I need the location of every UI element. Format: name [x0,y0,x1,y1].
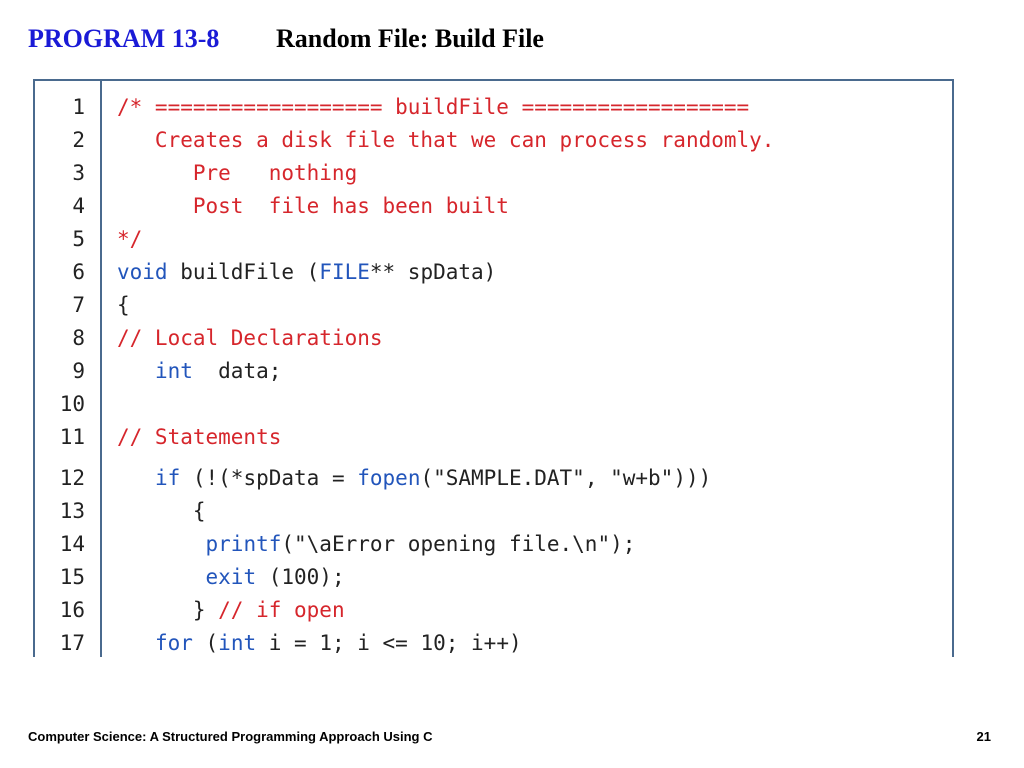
code-keyword: if [154,466,181,490]
code-text: Pre nothing [117,157,357,190]
code-listing-top: 1 /* ================== buildFile =======… [33,79,954,462]
slide-title: PROGRAM 13-8 Random File: Build File [28,24,544,60]
line-number: 6 [72,260,85,284]
code-text: for (int i = 1; i <= 10; i++) [117,627,522,660]
code-text: // Statements [117,421,281,454]
code-text: { [117,495,206,528]
code-line: 11 // Statements [35,421,952,454]
code-line: 9 int data; [35,355,952,388]
code-keyword: for [154,631,193,655]
code-keyword: int [154,359,193,383]
code-token [117,631,155,655]
line-number: 15 [59,565,85,589]
line-number: 9 [72,359,85,383]
line-number: 12 [59,466,85,490]
code-token [117,466,155,490]
code-comment: // if open [218,598,345,622]
code-line: 7{ [35,289,952,322]
code-token: { [117,499,206,523]
code-text: exit (100); [117,561,345,594]
code-keyword: exit [205,565,257,589]
code-comment: */ [117,227,143,251]
line-number: 2 [72,128,85,152]
code-token: ** spData) [369,260,497,284]
code-keyword: int [218,631,257,655]
line-number: 1 [72,95,85,119]
code-keyword: void [117,260,168,284]
line-number: 13 [59,499,85,523]
code-text: // Local Declarations [117,322,383,355]
program-title: Random File: Build File [276,24,544,53]
code-keyword: fopen [357,466,421,490]
code-token [117,532,206,556]
code-line: 6 void buildFile (FILE** spData) [35,256,952,289]
code-token: i = 1; i <= 10; i++) [256,631,522,655]
code-line: 3 Pre nothing [35,157,952,190]
line-number: 5 [72,227,85,251]
gutter-divider [100,81,102,462]
code-line: 15 exit (100); [35,561,952,594]
code-line: 16 } // if open [35,594,952,627]
code-line: 17 for (int i = 1; i <= 10; i++) [35,627,952,660]
line-number: 4 [72,194,85,218]
line-number: 8 [72,326,85,350]
code-token: ("\aError opening file.\n"); [281,532,636,556]
code-keyword: FILE [319,260,370,284]
code-keyword: printf [205,532,282,556]
footer-course-title: Computer Science: A Structured Programmi… [28,729,433,744]
code-token: (100); [256,565,345,589]
code-line: 5 */ [35,223,952,256]
code-line: 13 { [35,495,952,528]
code-comment: // Local Declarations [117,326,383,350]
code-text: { [117,289,130,322]
code-text: /* ================== buildFile ========… [117,91,749,124]
code-token: ( [192,631,219,655]
line-number: 11 [59,425,85,449]
program-label: PROGRAM 13-8 [28,24,220,53]
code-line: 4 Post file has been built [35,190,952,223]
code-line: 10 [35,388,952,421]
line-number: 17 [59,631,85,655]
line-number: 14 [59,532,85,556]
code-comment: Creates a disk file that we can process … [117,128,775,152]
code-comment: Post file has been built [117,194,509,218]
code-token: } [117,598,219,622]
code-line: 8 // Local Declarations [35,322,952,355]
code-line: 1 /* ================== buildFile =======… [35,91,952,124]
code-text: void buildFile (FILE** spData) [117,256,496,289]
line-number: 7 [72,293,85,317]
code-text: } // if open [117,594,345,627]
line-number: 16 [59,598,85,622]
code-token: buildFile ( [167,260,320,284]
line-number: 10 [59,392,85,416]
footer-page-number: 21 [976,729,991,744]
code-listing-bottom: 12 if (!(*spData = fopen("SAMPLE.DAT", "… [33,462,954,657]
code-token: ("SAMPLE.DAT", "w+b"))) [420,466,712,490]
gutter-divider [100,462,102,657]
code-token: (!(*spData = [180,466,358,490]
code-line: 12 if (!(*spData = fopen("SAMPLE.DAT", "… [35,462,952,495]
line-number: 3 [72,161,85,185]
code-comment: /* ================== buildFile ========… [117,95,750,119]
code-comment: Pre nothing [117,161,358,185]
code-text: int data; [117,355,281,388]
code-text: printf("\aError opening file.\n"); [117,528,636,561]
code-line: 14 printf("\aError opening file.\n"); [35,528,952,561]
code-token: data; [192,359,282,383]
code-token: { [117,293,130,317]
code-line: 2 Creates a disk file that we can proces… [35,124,952,157]
code-text: Post file has been built [117,190,509,223]
code-token [117,359,155,383]
code-text: */ [117,223,142,256]
code-text: Creates a disk file that we can process … [117,124,775,157]
code-text: if (!(*spData = fopen("SAMPLE.DAT", "w+b… [117,462,711,495]
code-comment: // Statements [117,425,282,449]
code-token [117,565,206,589]
